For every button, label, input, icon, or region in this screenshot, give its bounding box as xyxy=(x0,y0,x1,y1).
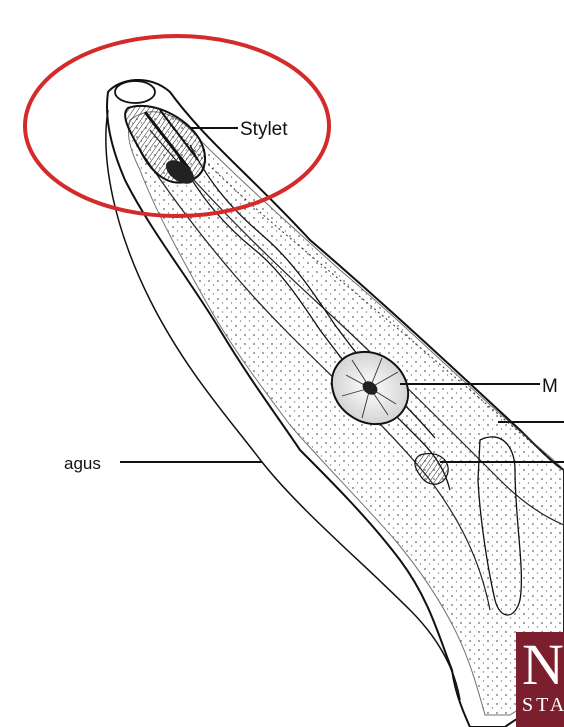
lip-cap xyxy=(115,81,155,103)
median-bulb-label: M xyxy=(542,376,558,397)
university-logo: N STA xyxy=(516,632,564,727)
stylet-label: Stylet xyxy=(240,119,288,140)
esophagus-label: agus xyxy=(64,454,101,473)
logo-subtext: STA xyxy=(522,694,564,717)
logo-letter: N xyxy=(522,636,564,694)
